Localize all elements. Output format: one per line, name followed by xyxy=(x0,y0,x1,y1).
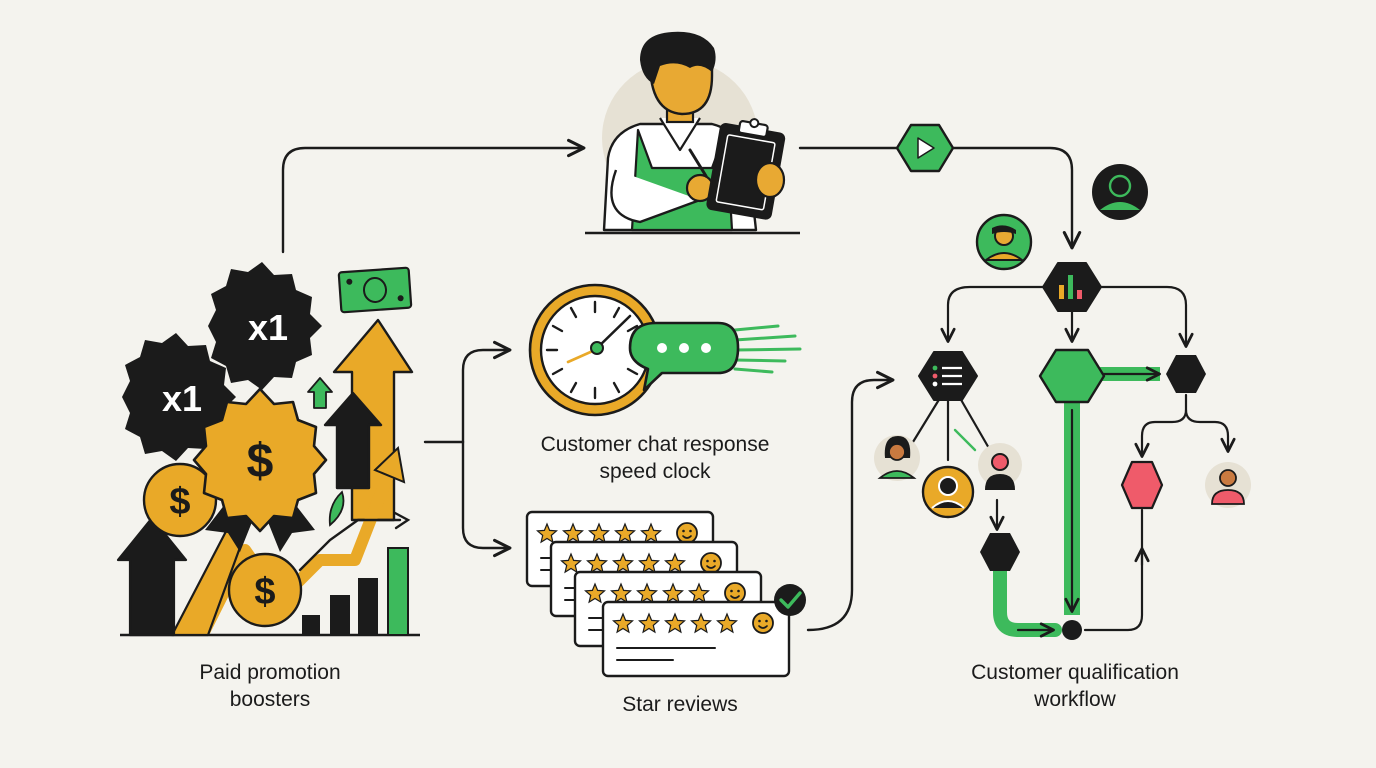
red-hexagon-node xyxy=(1120,460,1164,510)
star-icon xyxy=(614,522,636,544)
star-icon xyxy=(638,552,660,574)
avatar-left-customer xyxy=(874,435,920,481)
arrow-play-to-workflow xyxy=(950,146,1082,250)
star-icon xyxy=(636,582,658,604)
caption-workflow-line-1: Customer qualification xyxy=(971,661,1179,684)
star-icon xyxy=(562,522,584,544)
star-icon xyxy=(536,522,558,544)
merge-node xyxy=(1062,620,1082,640)
multiplier-badge-top-shape xyxy=(208,262,322,390)
star-icon xyxy=(560,552,582,574)
caption-customer-qualification-workflow: Customer qualification workflow xyxy=(910,659,1240,713)
dollar-coin-left: $ xyxy=(142,462,218,538)
dollar-seal-shape xyxy=(192,387,328,533)
pen-icon xyxy=(688,148,708,178)
worker-arm xyxy=(610,169,701,224)
avatar-center-customer xyxy=(921,465,975,519)
multiplier-badge-left-label: x1 xyxy=(162,378,202,419)
avatar-far-right-customer xyxy=(1205,462,1251,508)
smiley-icon xyxy=(724,582,746,604)
avatar-right-customer xyxy=(978,443,1022,490)
chat-bubble-icon xyxy=(628,321,802,392)
star-icon xyxy=(664,612,686,634)
arrow-to-clock xyxy=(461,340,512,444)
star-icon xyxy=(690,612,712,634)
smiley-icon xyxy=(676,522,698,544)
money-bill-icon xyxy=(337,266,413,314)
dollar-coin-bottom: $ xyxy=(227,552,303,628)
customer-qualification-workflow xyxy=(874,164,1251,640)
review-card xyxy=(601,600,791,678)
paid-promotion-boosters-illustration: x1 x1 $ $ $ xyxy=(116,262,420,637)
growth-arrow-dark-icon xyxy=(323,391,383,490)
star-icon xyxy=(610,582,632,604)
star-icon xyxy=(584,582,606,604)
caption-clock-line-1: Customer chat response xyxy=(540,433,770,456)
dollar-seal-badge: $ xyxy=(192,387,328,552)
star-icon xyxy=(688,582,710,604)
chat-response-clock-illustration xyxy=(528,283,802,417)
clock-icon xyxy=(528,283,662,417)
play-icon xyxy=(917,137,935,159)
check-badge xyxy=(774,584,806,616)
caption-star-reviews: Star reviews xyxy=(560,691,800,718)
dollar-seal-label: $ xyxy=(247,435,274,488)
trend-line-icon xyxy=(298,518,402,572)
dark-hexagon-node-bottom xyxy=(980,533,1020,571)
up-arrow-dark-icon xyxy=(116,516,188,637)
worker-with-clipboard-illustration xyxy=(585,31,800,235)
caption-stars-line: Star reviews xyxy=(622,693,738,716)
small-green-arrow-icon xyxy=(307,377,333,409)
avatar-top-gold xyxy=(975,213,1033,271)
multiplier-badge-top-label: x1 xyxy=(248,307,288,348)
star-icon xyxy=(588,522,610,544)
list-hexagon xyxy=(918,351,978,401)
star-icon xyxy=(662,582,684,604)
connector-lines xyxy=(281,138,1082,632)
check-icon xyxy=(774,584,806,616)
bar-chart-icon xyxy=(1059,285,1064,299)
arrow-reviews-to-workflow xyxy=(806,370,895,632)
bar-chart-icon xyxy=(302,547,409,636)
caption-chat-response-clock: Customer chat response speed clock xyxy=(490,431,820,485)
multiplier-badge-top: x1 xyxy=(208,262,322,390)
star-icon xyxy=(638,612,660,634)
star-icon xyxy=(586,552,608,574)
dollar-coin-bottom-label: $ xyxy=(254,571,275,613)
dark-hexagon-node-right xyxy=(1166,355,1206,393)
play-button[interactable] xyxy=(895,123,955,173)
star-icon xyxy=(716,612,738,634)
caption-paid-line-1: Paid promotion xyxy=(199,661,341,684)
avatar-top-dark xyxy=(1092,164,1148,220)
dollar-coin-left-label: $ xyxy=(169,481,190,523)
caption-workflow-line-2: workflow xyxy=(1034,688,1116,711)
worker-face xyxy=(648,58,714,116)
star-icon xyxy=(664,552,686,574)
caption-paid-promotion-boosters: Paid promotion boosters xyxy=(150,659,390,713)
smiley-icon xyxy=(700,552,722,574)
caption-paid-line-2: boosters xyxy=(229,688,311,711)
worker-hair xyxy=(640,31,716,84)
arrow-to-reviews xyxy=(461,440,512,558)
leaf-icon xyxy=(328,490,345,527)
workflow-green-path-left xyxy=(993,561,1062,637)
clock-hand-sweep xyxy=(566,348,597,364)
bar-chart-hexagon xyxy=(1042,262,1102,312)
caption-clock-line-2: speed clock xyxy=(599,460,711,483)
worker-hand-right xyxy=(754,161,786,199)
green-hexagon-node xyxy=(1038,348,1106,404)
smiley-icon xyxy=(752,612,774,634)
star-reviews-stack xyxy=(525,510,791,678)
speed-lines xyxy=(733,324,802,374)
star-icon xyxy=(640,522,662,544)
star-icon xyxy=(612,612,634,634)
star-icon xyxy=(612,552,634,574)
list-icon xyxy=(932,365,962,387)
arrow-boosters-to-worker xyxy=(281,138,586,254)
